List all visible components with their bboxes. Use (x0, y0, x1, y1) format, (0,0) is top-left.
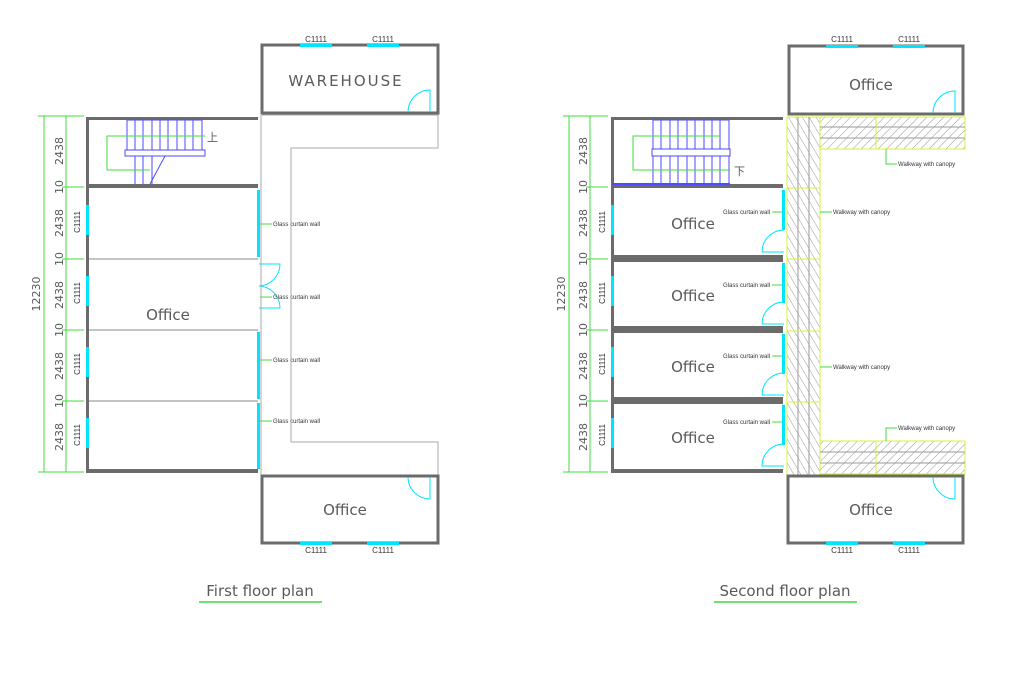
window-tag: C1111 (305, 35, 327, 44)
dimension-segment: 10 (53, 394, 66, 408)
dimension-segment: 10 (53, 323, 66, 337)
callout-label: Glass curtain wall (723, 354, 770, 360)
door-icon (932, 476, 956, 500)
callout-label: Walkway with canopy (833, 365, 890, 371)
dimension-segment: 10 (577, 252, 590, 266)
window-tag: C1111 (598, 282, 607, 304)
dimension-chain: 12230 2438 10 2438 10 2438 10 2438 10 24… (555, 115, 608, 473)
room-label: WAREHOUSE (288, 72, 403, 90)
stair-room: 上 (86, 117, 258, 188)
callout-label: Walkway with canopy (833, 210, 890, 216)
window-tag: C1111 (73, 353, 82, 375)
room-label: Office (671, 358, 715, 376)
office-stack: C1111 C1111 C1111 C1111 Office Office Of… (598, 188, 785, 473)
stair-icon (124, 119, 206, 185)
office-stack: C1111 C1111 C1111 C1111 Office (73, 188, 281, 473)
warehouse-room: C1111 C1111 WAREHOUSE (260, 35, 440, 115)
door-icon (761, 372, 785, 396)
door-icon (761, 229, 785, 253)
double-door-icon (258, 263, 281, 309)
door-icon (407, 89, 431, 113)
plan-title: Second floor plan (719, 582, 850, 600)
glass-curtain-callouts: Glass curtain wall Glass curtain wall Gl… (723, 210, 782, 426)
door-icon (761, 443, 785, 467)
callout-label: Glass curtain wall (273, 358, 320, 364)
stair-direction-arrow (106, 135, 205, 171)
top-office-room: C1111 C1111 Office (787, 35, 965, 116)
callout-label: Glass curtain wall (723, 283, 770, 289)
callout-label: Glass curtain wall (273, 419, 320, 425)
walkway-canopy (786, 116, 966, 476)
dimension-segment: 2438 (577, 209, 590, 237)
window-tag: C1111 (598, 424, 607, 446)
dimension-segment: 10 (577, 180, 590, 194)
dimension-segment: 2438 (577, 137, 590, 165)
window-tag: C1111 (73, 211, 82, 233)
window-tag: C1111 (372, 35, 394, 44)
room-label: Office (849, 501, 893, 519)
dimension-segment: 10 (577, 394, 590, 408)
dimension-segment: 2438 (577, 352, 590, 380)
window-tag: C1111 (831, 546, 853, 555)
room-label: Office (671, 215, 715, 233)
dimension-total: 12230 (555, 277, 568, 312)
callout-label: Glass curtain wall (723, 210, 770, 216)
window-tag: C1111 (598, 353, 607, 375)
window-tag: C1111 (305, 546, 327, 555)
stair-direction-arrow (632, 135, 730, 171)
glass-curtain-callouts: Glass curtain wall Glass curtain wall Gl… (260, 222, 320, 425)
door-icon (407, 476, 431, 500)
dimension-segment: 2438 (53, 423, 66, 451)
dimension-segment: 10 (577, 323, 590, 337)
dimension-segment: 10 (53, 180, 66, 194)
dimension-segment: 2438 (53, 352, 66, 380)
plan-title: First floor plan (206, 582, 313, 600)
dimension-chain: 12230 2438 10 2438 10 2438 10 2438 10 24… (30, 115, 84, 473)
callout-label: Walkway with canopy (898, 426, 955, 432)
dimension-segment: 2438 (53, 281, 66, 309)
bottom-office-room: C1111 C1111 Office (260, 474, 440, 555)
window-tag: C1111 (598, 211, 607, 233)
dimension-total: 12230 (30, 277, 43, 312)
callout-label: Glass curtain wall (723, 420, 770, 426)
first-floor-plan: 12230 2438 10 2438 10 2438 10 2438 10 24… (30, 35, 440, 603)
bottom-office-room: C1111 C1111 Office (786, 474, 965, 555)
stair-up-label: 上 (207, 131, 218, 144)
corridor-outline (262, 114, 439, 476)
walkway-callouts: Walkway with canopy Walkway with canopy … (820, 149, 955, 441)
dimension-segment: 2438 (53, 137, 66, 165)
stair-icon (612, 119, 731, 185)
door-icon (932, 90, 956, 114)
room-label: Office (671, 287, 715, 305)
dimension-segment: 2438 (577, 281, 590, 309)
stair-room: 下 (611, 117, 783, 188)
room-label: Office (849, 76, 893, 94)
room-label: Office (323, 501, 367, 519)
callout-label: Glass curtain wall (273, 222, 320, 228)
window-tag: C1111 (898, 35, 920, 44)
window-tag: C1111 (73, 424, 82, 446)
room-label: Office (671, 429, 715, 447)
dimension-segment: 2438 (53, 209, 66, 237)
door-icon (761, 301, 785, 325)
window-tag: C1111 (831, 35, 853, 44)
callout-label: Walkway with canopy (898, 162, 955, 168)
dimension-segment: 10 (53, 252, 66, 266)
window-tag: C1111 (372, 546, 394, 555)
window-tag: C1111 (898, 546, 920, 555)
room-label: Office (146, 306, 190, 324)
stair-down-label: 下 (734, 165, 745, 178)
second-floor-plan: 12230 2438 10 2438 10 2438 10 2438 10 24… (555, 35, 966, 603)
dimension-segment: 2438 (577, 423, 590, 451)
callout-label: Glass curtain wall (273, 295, 320, 301)
window-tag: C1111 (73, 282, 82, 304)
